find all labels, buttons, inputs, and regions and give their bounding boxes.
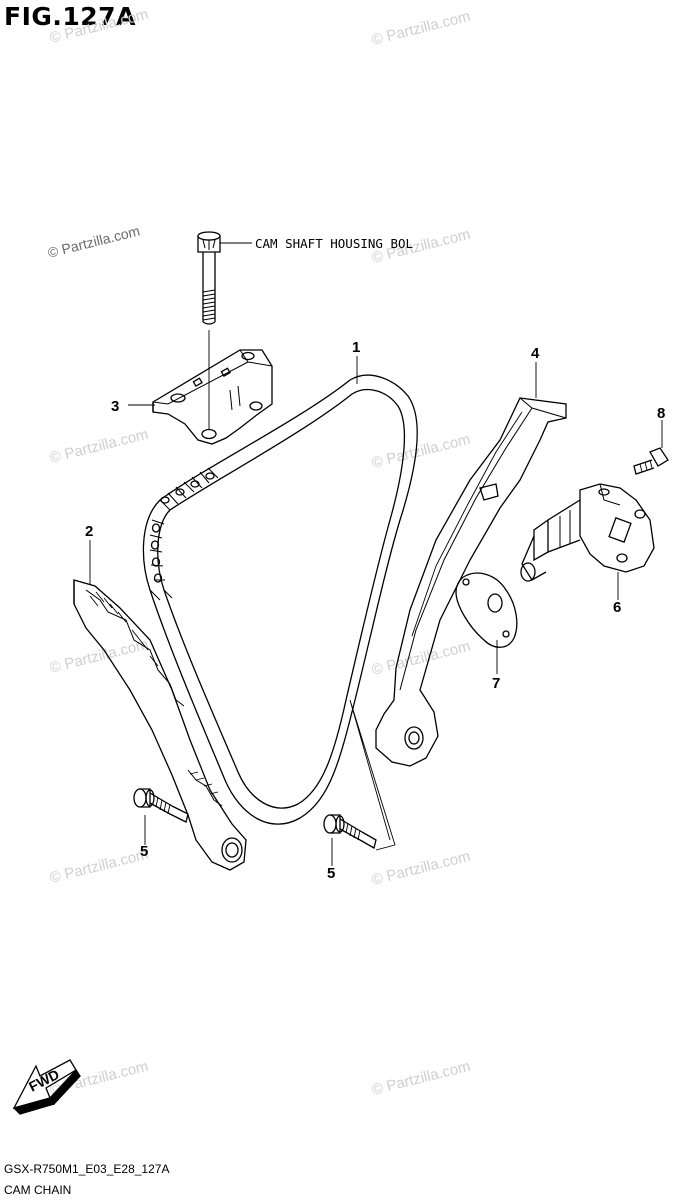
part-1-cam-chain [142,374,418,825]
cam-shaft-housing-bolt [197,231,221,430]
part-3-chain-guide-top [152,349,273,445]
callout-8: 8 [657,405,665,422]
callout-7: 7 [492,675,500,692]
part-2-chain-guide-left [73,579,247,871]
callout-4: 4 [531,345,540,362]
callout-2: 2 [85,523,93,540]
part-4-tensioner-guide [349,397,567,851]
callout-5-left: 5 [140,843,148,860]
callout-6: 6 [613,599,621,616]
figure-title: FIG.127A [4,2,136,31]
part-6-chain-tensioner [520,483,655,582]
callout-leaders [89,356,663,866]
callout-1: 1 [352,339,360,356]
part-5-guide-bolt-left [133,788,189,823]
part-7-gasket [455,572,518,648]
part-8-tensioner-bolt [633,447,669,475]
callout-5-right: 5 [327,865,335,882]
drawing-code: GSX-R750M1_E03_E28_127A [4,1162,170,1176]
bolt-note-label: CAM SHAFT HOUSING BOL [255,236,413,251]
part-5-guide-bolt-right [323,814,377,849]
callout-3: 3 [111,398,119,415]
fwd-arrow-icon: FWD [12,1059,81,1115]
diagram-caption: CAM CHAIN [4,1183,72,1197]
